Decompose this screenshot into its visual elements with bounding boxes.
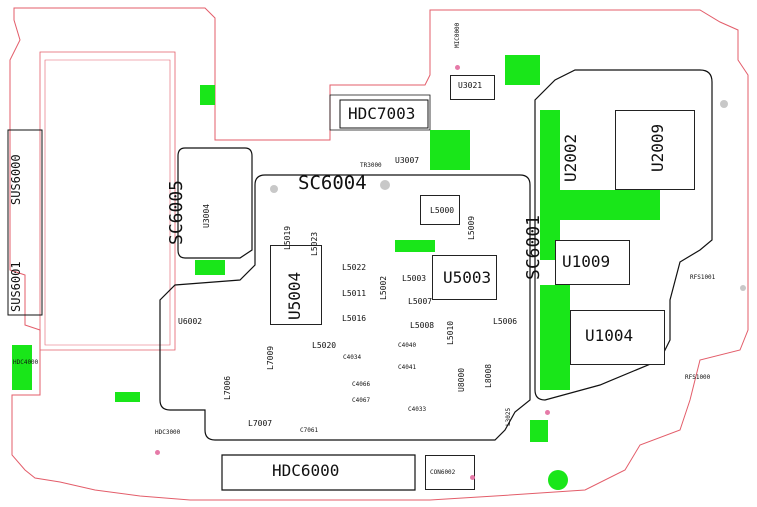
label-c4034: C4034 — [343, 354, 362, 361]
label-l7007: L7007 — [248, 419, 273, 428]
label-u3007: U3007 — [395, 156, 420, 165]
pad-group-top-left — [200, 85, 215, 105]
chip-l5000 — [420, 195, 460, 225]
chip-u1009 — [555, 240, 630, 285]
label-l8008: L8008 — [484, 363, 493, 388]
label-l7006: L7006 — [223, 375, 232, 400]
label-con6002: CON6002 — [430, 469, 456, 476]
shield-frame-right — [534, 69, 713, 401]
label-sus6000: SUS6000 — [9, 154, 23, 205]
label-mic0000: MIC0000 — [454, 22, 461, 48]
pad-group-u3021 — [505, 55, 540, 85]
chip-con6002 — [425, 455, 475, 490]
label-c4041: C4041 — [398, 364, 417, 371]
label-rfs1001: RFS1001 — [690, 274, 716, 281]
label-sc6004: SC6004 — [298, 172, 367, 194]
sus-connector-outline — [7, 129, 43, 316]
chip-u2009 — [615, 110, 695, 190]
label-hdc7003: HDC7003 — [348, 104, 416, 123]
label-l7009: L7009 — [266, 345, 275, 370]
label-l5019: L5019 — [283, 225, 292, 250]
label-l5007: L5007 — [408, 297, 433, 306]
label-l5010: L5010 — [446, 320, 455, 345]
pad-round-bottom — [548, 470, 568, 490]
chip-u5003 — [432, 255, 497, 300]
label-l5003: L5003 — [402, 274, 427, 283]
via-dot-3 — [740, 285, 746, 291]
chip-u3021 — [450, 75, 495, 100]
inner-cutout-left-2 — [44, 59, 171, 346]
via-dot-2 — [720, 100, 728, 108]
label-l5009: L5009 — [467, 215, 476, 240]
label-u6002: U6002 — [178, 317, 203, 326]
label-u1009: U1009 — [562, 252, 611, 271]
shield-frame-left — [177, 147, 253, 259]
board-outline — [9, 7, 749, 501]
label-hdc6000: HDC6000 — [272, 461, 340, 480]
pink-dot-4 — [545, 410, 550, 415]
pad-group-center-2 — [195, 260, 225, 275]
label-l5011: L5011 — [342, 289, 367, 298]
via-dot-4 — [270, 185, 278, 193]
label-u5004: U5004 — [285, 271, 304, 320]
chip-u5004 — [270, 245, 322, 325]
pad-group-top-center — [430, 130, 470, 170]
label-l5008: L5008 — [410, 321, 435, 330]
label-c4066: C4066 — [352, 381, 371, 388]
label-u3004: U3004 — [202, 203, 211, 228]
label-hdc4000: HDC4000 — [13, 359, 39, 366]
label-sc6005: SC6005 — [166, 179, 187, 245]
hdc6000-outline — [221, 454, 416, 491]
pad-group-right-3 — [560, 190, 660, 220]
hdc7003-outline — [339, 99, 429, 129]
label-l5002: L5002 — [379, 275, 388, 300]
label-l5023: L5023 — [310, 231, 319, 256]
label-l5000: L5000 — [430, 206, 455, 215]
chip-u1004 — [570, 310, 665, 365]
label-l5020: L5020 — [312, 341, 337, 350]
shield-frame-center — [159, 174, 531, 441]
label-u1004: U1004 — [585, 326, 634, 345]
inner-cutout-left — [39, 51, 176, 351]
label-u8000: U8000 — [457, 367, 466, 392]
label-sus6001: SUS6001 — [9, 261, 23, 312]
pad-group-right-1 — [540, 110, 560, 260]
pink-dot-2 — [155, 450, 160, 455]
label-rfs1000: RFS1000 — [685, 374, 711, 381]
label-c4033: C4033 — [408, 406, 427, 413]
label-c4067: C4067 — [352, 397, 371, 404]
label-l5022: L5022 — [342, 263, 367, 272]
label-c4040: C4040 — [398, 342, 417, 349]
label-hdc3000: HDC3000 — [155, 429, 181, 436]
pink-dot-3 — [470, 475, 475, 480]
label-u3021: U3021 — [458, 81, 483, 90]
pink-dot-1 — [455, 65, 460, 70]
pad-group-bottom-left — [115, 392, 140, 402]
label-u2002: U2002 — [561, 133, 580, 182]
pad-hdc4000 — [12, 345, 32, 390]
via-dot-1 — [380, 180, 390, 190]
pad-group-bottom-right — [530, 420, 548, 442]
label-sc6001: SC6001 — [523, 214, 544, 280]
label-tr3000: TR3000 — [360, 162, 382, 169]
label-l5006: L5006 — [493, 317, 518, 326]
label-u2009: U2009 — [648, 123, 667, 172]
pad-group-center-1 — [395, 240, 435, 252]
label-l5016: L5016 — [342, 314, 367, 323]
pad-group-right-2 — [540, 285, 570, 390]
label-c7061: C7061 — [300, 427, 319, 434]
label-l3025: L3025 — [505, 407, 512, 426]
label-u5003: U5003 — [443, 268, 492, 287]
